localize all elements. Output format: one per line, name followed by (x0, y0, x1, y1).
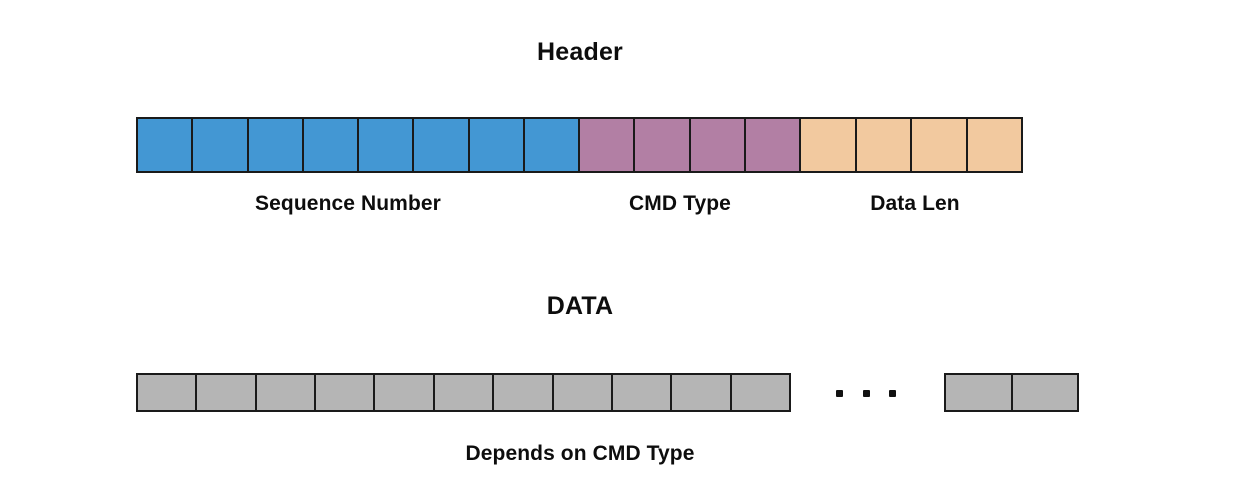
packet-cell (301, 117, 359, 173)
packet-cell (944, 373, 1013, 412)
packet-cell (670, 373, 732, 412)
header-section-title: Header (537, 38, 623, 66)
packet-cell (357, 117, 415, 173)
packet-cell (492, 373, 554, 412)
packet-cell (729, 373, 791, 412)
packet-cell (578, 117, 636, 173)
data-packet-row (136, 373, 791, 412)
packet-cell (373, 373, 435, 412)
field-label-data-len: Data Len (870, 192, 960, 215)
field-cmd-type-cells (578, 117, 801, 173)
data-section-caption: Depends on CMD Type (465, 442, 695, 465)
ellipsis-dot (862, 389, 870, 397)
packet-cell (551, 373, 613, 412)
packet-cell (522, 117, 580, 173)
header-packet-row (136, 117, 1025, 173)
packet-cell (633, 117, 691, 173)
packet-cell (195, 373, 257, 412)
ellipsis-dot (889, 389, 896, 397)
packet-cell (965, 117, 1023, 173)
packet-cell (432, 373, 495, 412)
field-label-sequence-number: Sequence Number (255, 192, 441, 215)
packet-cell (910, 117, 968, 173)
packet-cell (610, 373, 673, 412)
field-data-len-cells (799, 117, 1023, 173)
packet-cell (412, 117, 470, 173)
packet-cell (136, 373, 198, 412)
packet-cell (254, 373, 317, 412)
field-label-cmd-type: CMD Type (629, 192, 731, 215)
packet-cell (799, 117, 857, 173)
packet-cell (854, 117, 912, 173)
packet-cell (314, 373, 376, 412)
packet-cell (191, 117, 249, 173)
data-section-title: DATA (546, 292, 614, 320)
packet-cell (136, 117, 194, 173)
packet-cell (743, 117, 801, 173)
continuation-ellipsis-icon (836, 374, 896, 412)
packet-cell (246, 117, 304, 173)
packet-cell (688, 117, 746, 173)
packet-cell (1010, 373, 1079, 412)
data-packet-row-tail (944, 373, 1079, 412)
packet-cell (467, 117, 525, 173)
field-sequence-number-cells (136, 117, 580, 173)
ellipsis-dot (836, 389, 843, 397)
